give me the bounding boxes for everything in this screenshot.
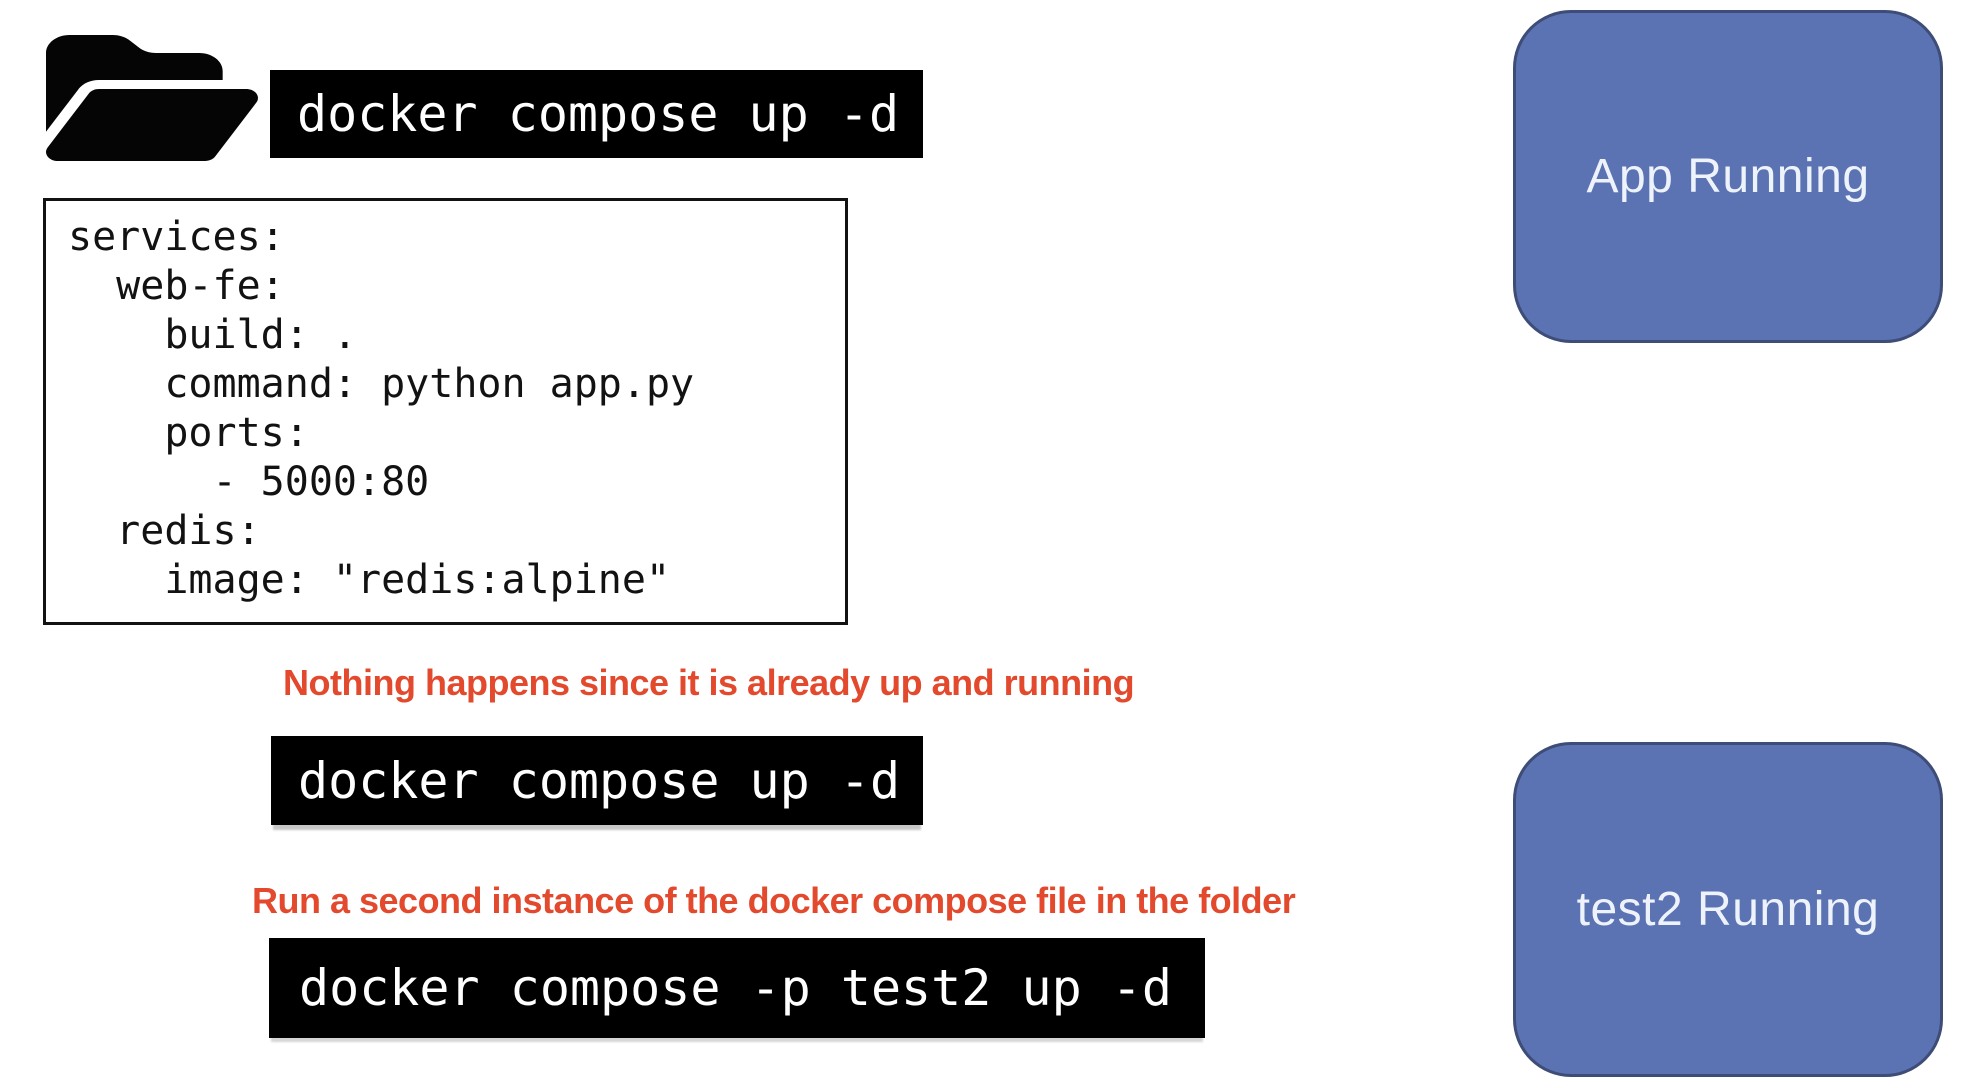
command-box-compose-project-test2: docker compose -p test2 up -d	[269, 938, 1205, 1038]
command-text: docker compose up -d	[298, 751, 901, 810]
command-text: docker compose -p test2 up -d	[299, 959, 1172, 1017]
state-label: test2 Running	[1576, 883, 1880, 936]
state-box-test2-running: test2 Running	[1513, 742, 1943, 1077]
state-label: App Running	[1586, 150, 1870, 203]
command-box-compose-up-2: docker compose up -d	[271, 736, 923, 825]
state-box-app-running: App Running	[1513, 10, 1943, 343]
command-text: docker compose up -d	[297, 85, 900, 143]
command-box-compose-up-1: docker compose up -d	[270, 70, 923, 158]
compose-file-content: services: web-fe: build: . command: pyth…	[68, 214, 695, 603]
note-second-instance: Run a second instance of the docker comp…	[252, 880, 1296, 921]
note-nothing-happens: Nothing happens since it is already up a…	[283, 662, 1135, 703]
open-folder-icon	[46, 26, 258, 170]
compose-file-box: services: web-fe: build: . command: pyth…	[43, 198, 848, 625]
